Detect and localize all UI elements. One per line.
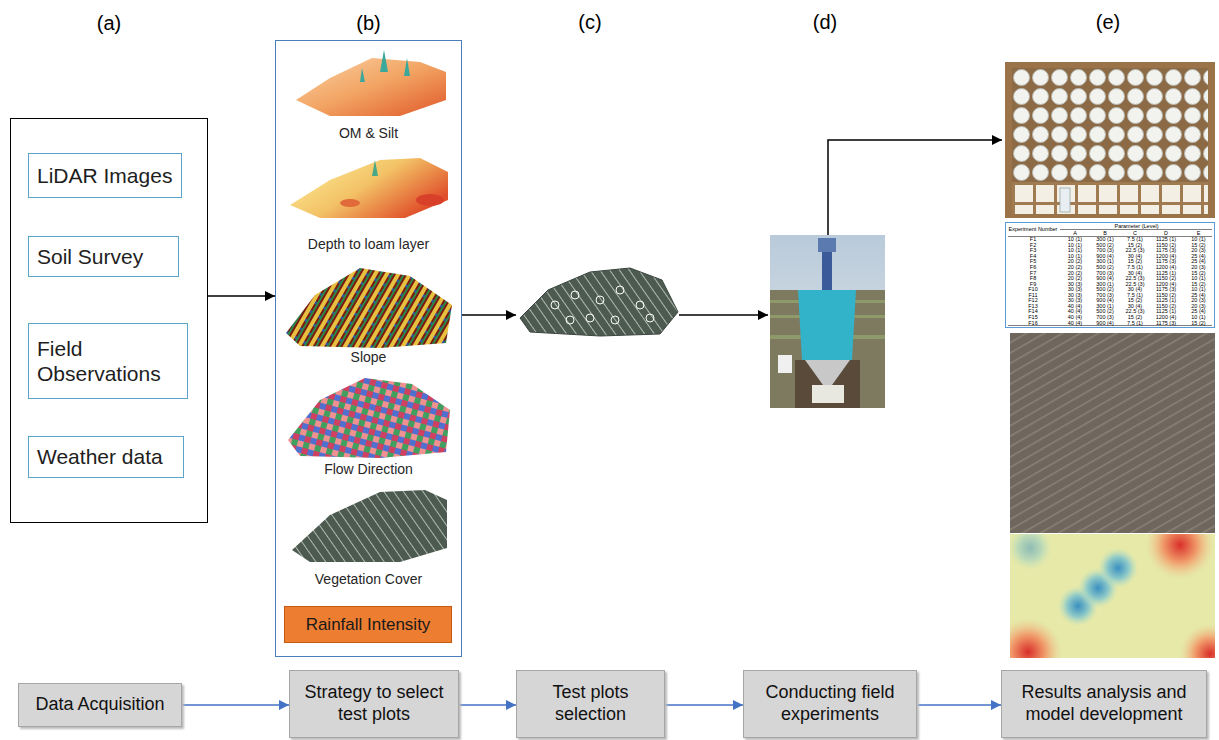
aerial-field-photo bbox=[1010, 333, 1215, 533]
stage-box: Data Acquisition bbox=[18, 683, 182, 727]
table-header: A bbox=[1060, 231, 1090, 237]
box-label: Data Acquisition bbox=[35, 694, 164, 716]
rainfall-simulator-photo bbox=[770, 235, 885, 408]
column-letter: (c) bbox=[560, 10, 620, 34]
table-header: C bbox=[1120, 231, 1150, 237]
table-cell: 7.5 (1) bbox=[1120, 321, 1150, 327]
source-group: (a)LiDAR ImagesSoil SurveyField Observat… bbox=[10, 118, 208, 523]
box-label: Test plots selection bbox=[525, 682, 656, 725]
column-letter: (b) bbox=[276, 11, 461, 35]
flow-arrow bbox=[459, 704, 516, 706]
column-letter: (a) bbox=[11, 11, 207, 35]
box-label: LiDAR Images bbox=[37, 163, 172, 188]
box-label: Conducting field experiments bbox=[752, 682, 908, 725]
table-cell: 15 (2) bbox=[1182, 321, 1215, 327]
column-letter: (d) bbox=[795, 10, 855, 34]
data-source-box: Field Observations bbox=[28, 323, 188, 399]
box-label: Results analysis and model development bbox=[1010, 682, 1198, 725]
factor-caption: Depth to loam layer bbox=[276, 235, 461, 253]
factor-caption: Flow Direction bbox=[276, 460, 461, 478]
test-plot-map bbox=[520, 268, 678, 336]
table-header: Experiment Number bbox=[1006, 223, 1060, 236]
table-cell: 900 (4) bbox=[1090, 321, 1120, 327]
table-cell: F16 bbox=[1006, 321, 1060, 327]
box-label: Strategy to select test plots bbox=[298, 682, 450, 725]
factor-caption: Slope bbox=[276, 348, 461, 366]
column-letter: (e) bbox=[1078, 10, 1138, 34]
data-source-box: Weather data bbox=[28, 436, 184, 478]
table-header: Parameter (Level) bbox=[1060, 224, 1213, 230]
stage-box: Results analysis and model development bbox=[1001, 670, 1207, 738]
box-label: Field Observations bbox=[37, 336, 179, 386]
flow-arrow bbox=[182, 704, 289, 706]
box-label: Soil Survey bbox=[37, 244, 143, 269]
stage-box: Strategy to select test plots bbox=[289, 670, 459, 738]
flow-arrows bbox=[462, 140, 1002, 315]
stage-box: Conducting field experiments bbox=[743, 670, 917, 738]
table-cell: 40 (4) bbox=[1060, 321, 1090, 327]
factor-caption: OM & Silt bbox=[276, 124, 461, 142]
factor-panel: (b)OM & SiltDepth to loam layerSlopeFlow… bbox=[275, 40, 462, 657]
table-header: D bbox=[1150, 231, 1182, 237]
table-header: B bbox=[1090, 231, 1120, 237]
factor-box: Rainfall Intensity bbox=[284, 606, 452, 643]
data-source-box: LiDAR Images bbox=[28, 153, 182, 198]
flow-arrow bbox=[917, 704, 1001, 706]
experiment-table bbox=[1006, 223, 1215, 328]
flow-arrow bbox=[665, 704, 743, 706]
factor-caption: Vegetation Cover bbox=[276, 570, 461, 588]
sample-vial-tray-photo bbox=[1005, 62, 1215, 218]
table-cell: 1175 (3) bbox=[1150, 321, 1182, 327]
stage-box: Test plots selection bbox=[516, 670, 665, 738]
table-header: E bbox=[1182, 231, 1215, 237]
data-source-box: Soil Survey bbox=[28, 236, 179, 277]
box-label: Weather data bbox=[37, 444, 163, 469]
flow-arrow bbox=[208, 295, 275, 297]
erosion-heatmap bbox=[1010, 534, 1215, 658]
box-label: Rainfall Intensity bbox=[306, 615, 431, 635]
